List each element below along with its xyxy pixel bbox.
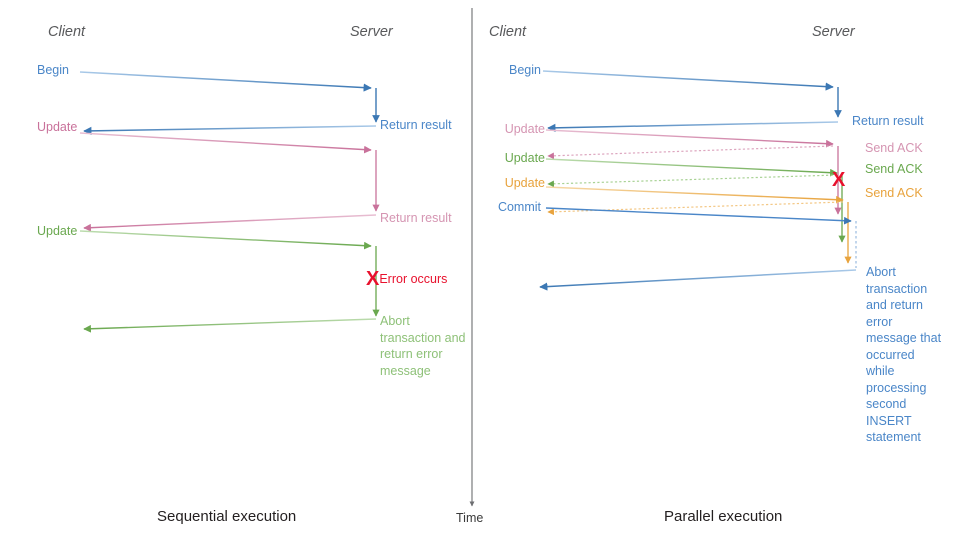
right-actor-server: Server [812, 24, 855, 40]
right-msg-update-2: Update [504, 151, 545, 165]
left-error-marker-group: XError occurs [366, 268, 447, 291]
arrow-begin-right [542, 70, 834, 91]
left-panel-flows [79, 71, 380, 333]
left-panel-caption: Sequential execution [157, 508, 297, 525]
left-actor-client: Client [48, 24, 86, 40]
arrow-abort-left [83, 318, 377, 333]
arrow-ack-3-right [547, 201, 844, 216]
arrow-begin-left [79, 71, 372, 92]
time-axis-label: Time [456, 511, 484, 525]
left-actor-server: Server [350, 24, 393, 40]
right-msg-update-1: Update [504, 122, 545, 136]
right-msg-ack-2: Send ACK [865, 162, 923, 176]
arrow-update-1-right [545, 129, 834, 148]
right-msg-return-1: Return result [852, 114, 924, 128]
arrow-update-2-right [545, 158, 838, 177]
left-msg-update-2: Update [37, 224, 78, 238]
left-msg-return-2: Return result [380, 211, 452, 225]
arrow-return-2-left [83, 214, 377, 232]
left-msg-return-1: Return result [380, 118, 452, 132]
left-msg-update-1: Update [37, 120, 78, 134]
arrow-ack-1-right [547, 145, 834, 160]
right-msg-abort: Abort transaction and return error messa… [866, 265, 942, 444]
right-msg-update-3: Update [504, 176, 545, 190]
error-x-icon: X [366, 268, 380, 290]
arrow-return-1-left [83, 125, 377, 135]
arrow-abort-right [539, 269, 857, 291]
left-msg-abort: Abort transaction and return error messa… [380, 314, 466, 378]
left-msg-begin: Begin [37, 63, 69, 77]
right-msg-begin: Begin [509, 63, 541, 77]
right-panel-caption: Parallel execution [664, 508, 783, 525]
arrow-commit-right [545, 207, 852, 225]
arrow-ack-2-right [547, 174, 838, 188]
right-msg-commit: Commit [497, 200, 541, 214]
right-msg-ack-3: Send ACK [865, 186, 923, 200]
right-msg-ack-1: Send ACK [865, 141, 923, 155]
arrow-update-3-right [545, 186, 844, 204]
arrow-update-2-left [79, 230, 372, 250]
arrow-return-1-right [547, 121, 839, 132]
right-panel-flows [539, 70, 857, 291]
arrow-update-1-left [79, 132, 372, 154]
right-actor-client: Client [489, 24, 527, 40]
right-error-x-icon: X [832, 169, 846, 191]
left-msg-error: Error occurs [379, 272, 448, 286]
